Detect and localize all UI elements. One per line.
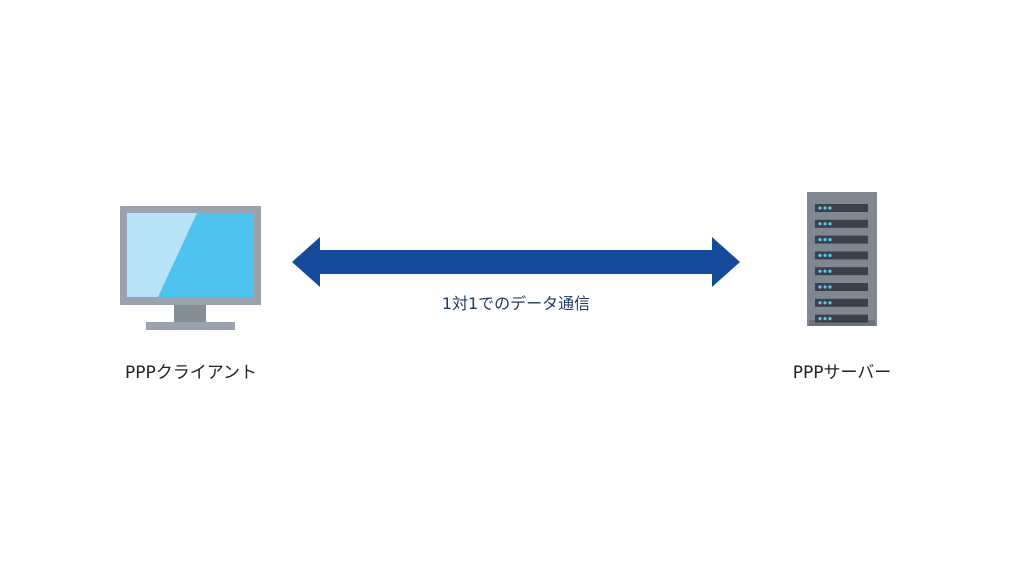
server-led	[828, 238, 832, 242]
server-led	[823, 269, 827, 273]
server-label: PPPサーバー	[792, 363, 892, 383]
server-led	[828, 269, 832, 273]
server-slot	[815, 283, 868, 291]
server-slot	[815, 298, 868, 307]
server-slot	[815, 204, 868, 212]
server-led	[818, 238, 822, 242]
server-led	[823, 317, 827, 321]
server-led	[828, 317, 832, 321]
server-led	[823, 222, 827, 226]
monitor-icon	[120, 206, 261, 330]
server-slot	[815, 314, 868, 323]
bidirectional-arrow	[292, 237, 740, 287]
server-rack-icon	[807, 192, 877, 326]
connection-label: 1対1でのデータ通信	[441, 294, 591, 313]
server-led	[818, 285, 822, 289]
server-led	[823, 285, 827, 289]
server-led	[823, 238, 827, 242]
server-slot	[815, 267, 868, 276]
server-led	[818, 206, 822, 210]
server-led	[823, 253, 827, 257]
server-slot	[815, 235, 868, 244]
server-led	[828, 222, 832, 226]
server-led	[818, 253, 822, 257]
server-led	[828, 206, 832, 210]
server-led	[823, 206, 827, 210]
client-label: PPPクライアント	[124, 363, 258, 383]
server-led	[828, 253, 832, 257]
server-led	[818, 269, 822, 273]
server-led	[828, 285, 832, 289]
server-slot	[815, 219, 868, 228]
server-led	[818, 317, 822, 321]
server-led	[818, 301, 822, 305]
server-led	[823, 301, 827, 305]
server-slot	[815, 251, 868, 260]
server-led	[818, 222, 822, 226]
server-led	[828, 301, 832, 305]
